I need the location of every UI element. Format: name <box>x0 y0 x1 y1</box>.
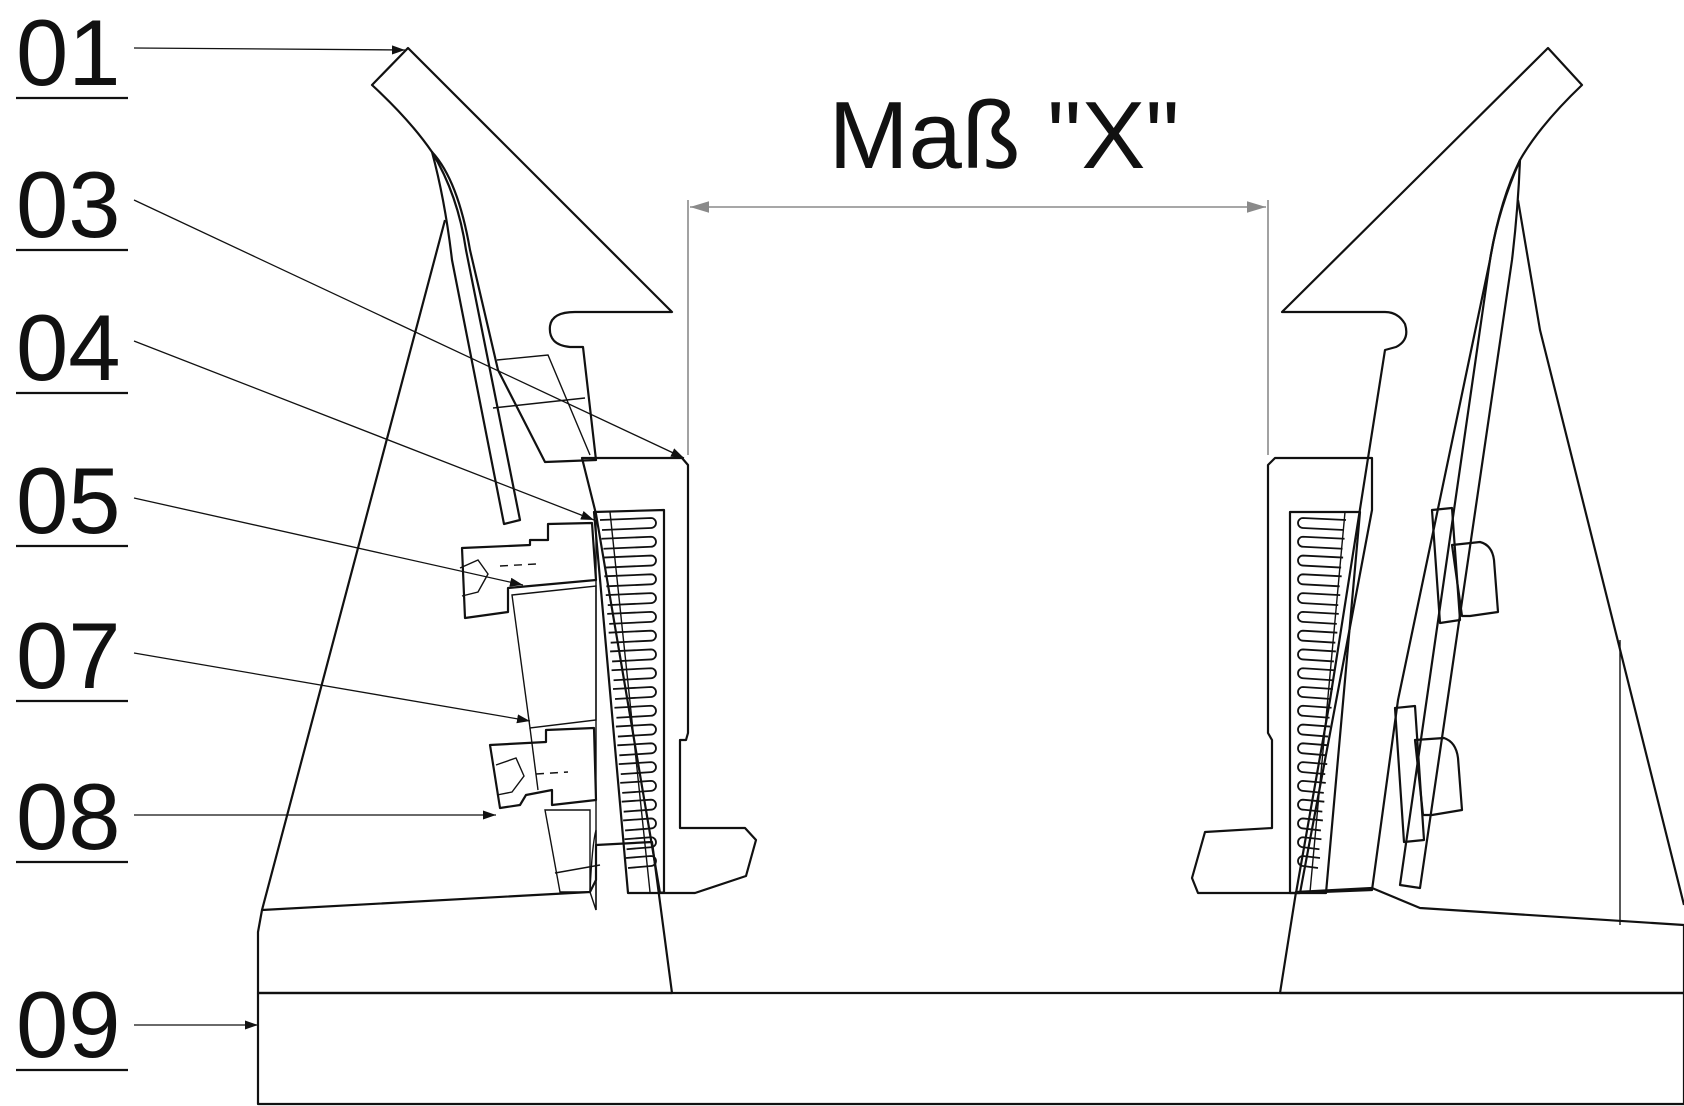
spring-coil <box>1297 704 1332 719</box>
part-label-01: 01 <box>16 0 406 105</box>
right-top-profile <box>1280 46 1584 895</box>
spring-coil <box>1297 535 1345 550</box>
spring-coil <box>602 554 657 569</box>
part-label-03: 03 <box>16 152 685 459</box>
spring-coil <box>618 761 657 776</box>
dimension-label: Maß "X" <box>829 82 1180 189</box>
label-01-text: 01 <box>16 0 121 105</box>
spring-coil <box>1297 723 1331 738</box>
label-04-text: 04 <box>16 295 121 400</box>
right-bolt-lower <box>1393 704 1464 844</box>
spring-coil <box>1297 742 1329 757</box>
right-bolt-upper <box>1430 506 1500 625</box>
base-plate-09 <box>256 991 1684 1106</box>
part-label-08: 08 <box>16 764 496 869</box>
spring-coil <box>611 667 657 682</box>
part-label-07: 07 <box>16 603 531 724</box>
left-spring-coils <box>599 517 657 869</box>
spring-coil <box>623 817 657 832</box>
part-label-09: 09 <box>16 972 258 1077</box>
right-holder-block <box>1190 456 1374 895</box>
spring-coil <box>1297 554 1344 569</box>
left-bolt-upper <box>459 521 598 620</box>
spring-coil <box>612 686 657 700</box>
left-holder-block <box>580 456 758 895</box>
spring-coil <box>624 836 657 851</box>
spring-coil <box>1297 855 1321 869</box>
spring-coil <box>607 610 657 625</box>
spring-coil <box>1297 798 1325 813</box>
label-05-text: 05 <box>16 448 121 553</box>
spring-coil <box>615 723 657 738</box>
spring-coil <box>601 535 657 550</box>
spring-coil <box>1297 592 1341 607</box>
spring-coil <box>620 779 657 794</box>
spring-coil <box>605 592 657 607</box>
label-08-text: 08 <box>16 764 121 869</box>
label-09-text: 09 <box>16 972 121 1077</box>
spring-coil <box>614 704 657 719</box>
spring-coil <box>1297 610 1339 625</box>
spring-coil <box>617 742 657 757</box>
label-07-text: 07 <box>16 603 121 708</box>
right-spring-coils <box>1297 517 1347 869</box>
label-03-text: 03 <box>16 152 121 257</box>
spring-coil <box>610 648 657 663</box>
spring-coil <box>599 517 657 531</box>
spring-coil <box>1297 836 1322 851</box>
spring-coil <box>1297 779 1326 794</box>
left-clamp-strip <box>430 150 591 526</box>
spring-coil <box>608 629 657 644</box>
spring-coil <box>1297 629 1338 644</box>
spring-coil <box>1297 761 1328 776</box>
dimension-x: Maß "X" <box>687 82 1269 455</box>
part-label-04: 04 <box>16 295 595 521</box>
spring-coil <box>621 798 657 813</box>
spring-coil <box>1297 817 1323 832</box>
spring-coil <box>1297 648 1336 663</box>
spring-coil <box>1297 573 1342 588</box>
spring-coil <box>1297 517 1347 531</box>
spring-coil <box>1297 686 1334 700</box>
spring-coil <box>604 573 657 588</box>
left-bolt-lower <box>488 726 598 810</box>
part-label-05: 05 <box>16 448 524 587</box>
left-top-profile-01 <box>370 46 674 464</box>
spring-coil <box>1297 667 1335 682</box>
spring-coil <box>625 855 657 869</box>
left-spacer-strips <box>511 585 601 893</box>
right-clamp-strip <box>1398 158 1522 890</box>
